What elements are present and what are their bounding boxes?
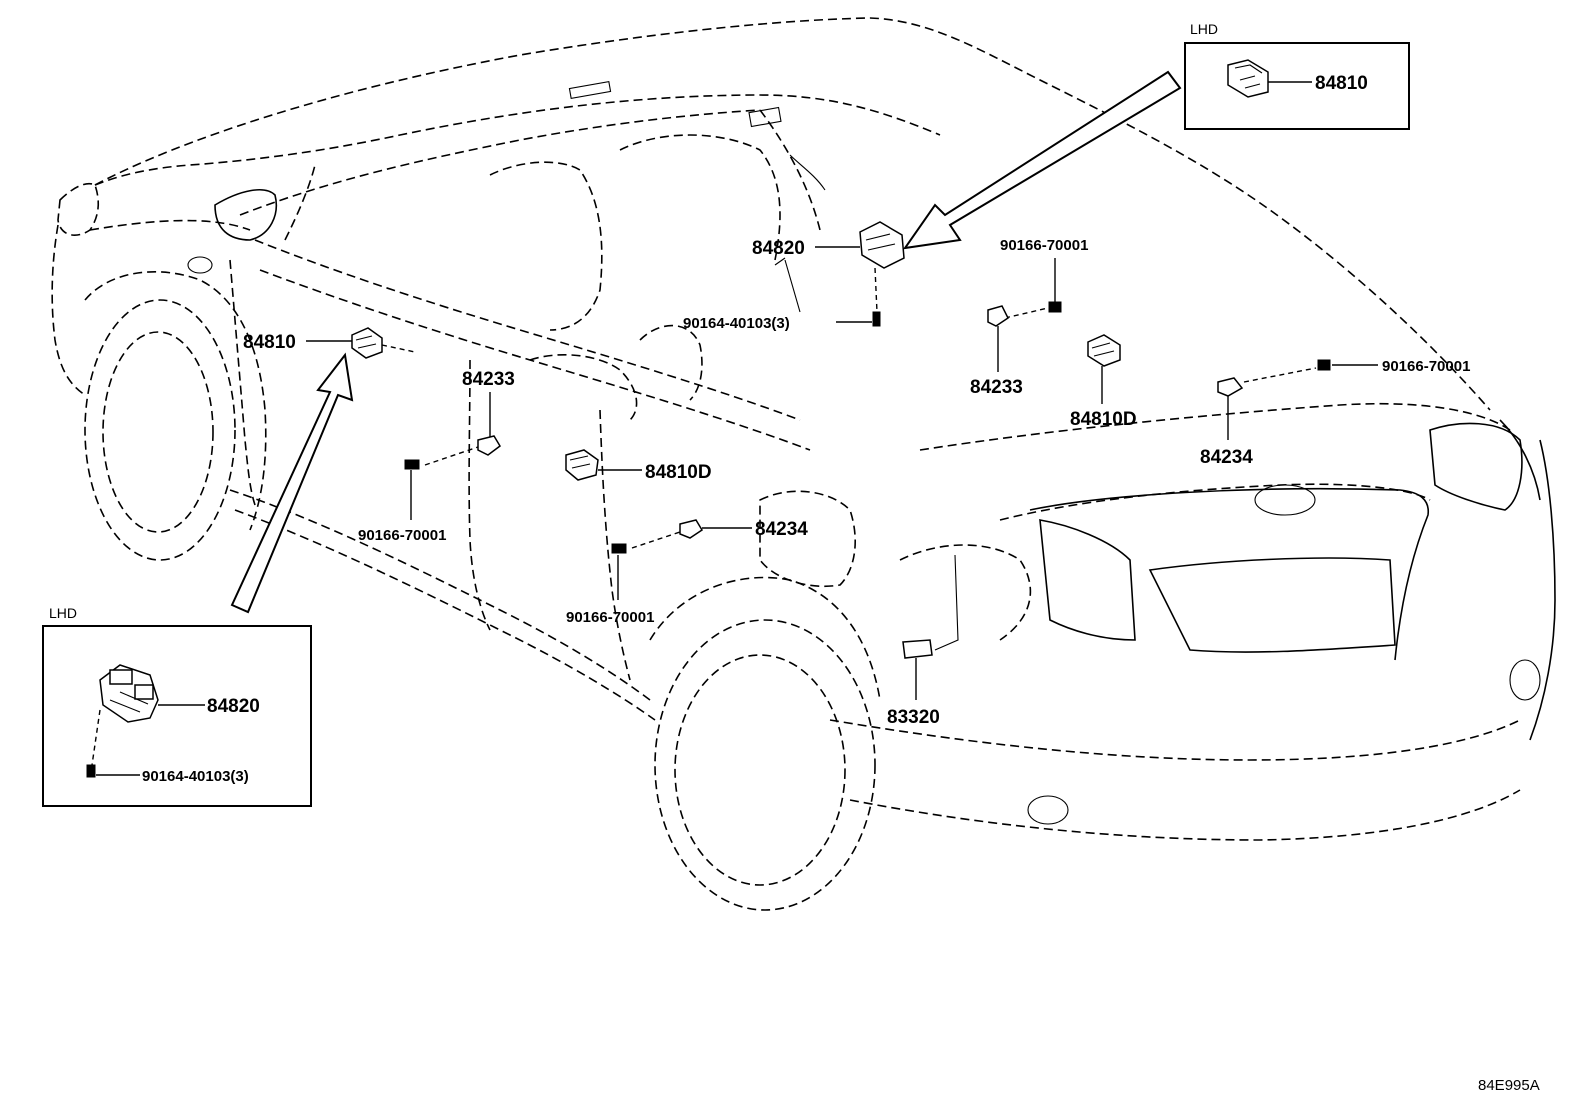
pointer-arrows [230,70,1182,614]
part-84810D-center: 84810D [565,449,712,483]
label-84810-left: 84810 [243,332,296,353]
inset-top-heading: LHD [1190,21,1218,37]
label-90166-right-top: 90166-70001 [1000,237,1088,254]
arrow-to-left-switch [230,352,354,614]
inset-bottom-frame [42,625,312,807]
label-83320: 83320 [887,707,940,728]
part-84820-icon [99,664,159,723]
inset-top-right: LHD 84810 [1184,21,1410,130]
reference-code: 84E995A [1478,1077,1540,1094]
label-90166-left: 90166-70001 [358,527,446,544]
label-84810D-right: 84810D [1070,409,1137,430]
arrow-to-center-switch [902,70,1182,250]
label-90166-center: 90166-70001 [566,609,654,626]
part-84820-main: 84820 90164-40103(3) [683,221,905,332]
part-84810-left: 84810 [243,327,416,359]
label-84234-center: 84234 [755,519,808,540]
inset-bottom-heading: LHD [49,605,77,621]
label-84234-right: 84234 [1200,447,1253,468]
part-84810D-right: 84810D [1070,334,1137,430]
part-83320: 83320 [887,639,940,728]
label-84233-left: 84233 [462,369,515,390]
label-84810-inset: 84810 [1315,73,1368,94]
label-90166-right: 90166-70001 [1382,358,1470,375]
label-90164-inset: 90164-40103(3) [142,768,249,785]
label-90164-main: 90164-40103(3) [683,315,790,332]
label-84233-right: 84233 [970,377,1023,398]
inset-bottom-left: LHD 84820 90164-40103(3) [42,605,312,807]
label-84810D-center: 84810D [645,462,712,483]
part-84234-center: 84234 90166-70001 [566,519,808,626]
inset-top-frame [1184,42,1410,130]
part-84233-left: 84233 90166-70001 [358,369,515,544]
part-84810-icon [1227,59,1269,98]
label-84820-inset: 84820 [207,696,260,717]
label-84820-main: 84820 [752,238,805,259]
car-outline [51,17,1556,911]
part-84234-right: 90166-70001 84234 [1200,358,1470,468]
screw-icon [86,764,96,778]
part-84233-right: 90166-70001 84233 [970,237,1088,398]
